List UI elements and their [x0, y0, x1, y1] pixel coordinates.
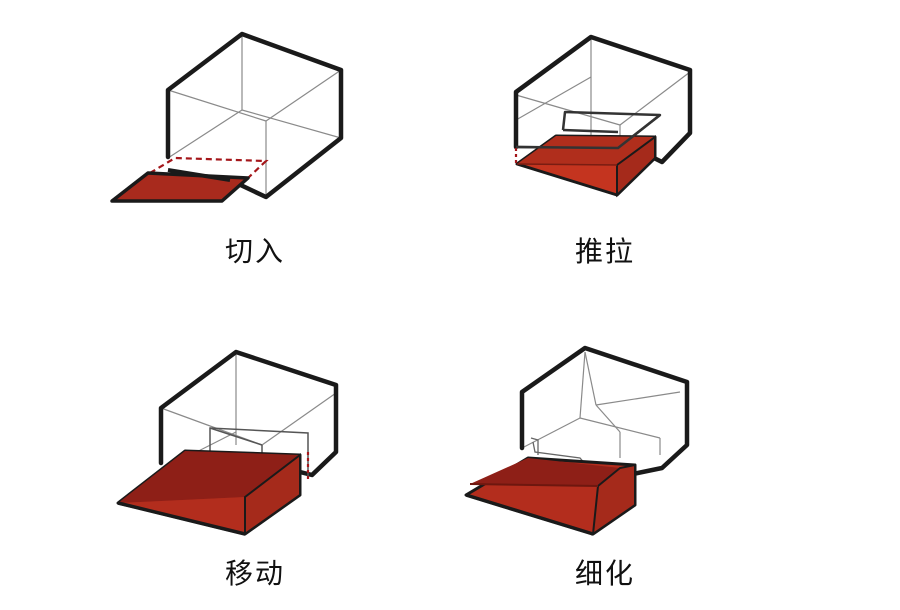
panel-move: 移动 — [116, 349, 339, 590]
label-cut-in: 切入 — [224, 235, 286, 268]
move-box-diagram — [116, 349, 339, 536]
panel-cut-in: 切入 — [0, 0, 450, 300]
red-flap-shape — [110, 171, 250, 203]
label-refine: 细化 — [574, 557, 636, 590]
label-move: 移动 — [224, 557, 286, 590]
label-push-pull: 推拉 — [574, 235, 636, 268]
cut-in-box-diagram — [110, 31, 344, 203]
panel-push-pull: 推拉 — [0, 0, 900, 300]
push-pull-box-diagram — [513, 34, 693, 198]
